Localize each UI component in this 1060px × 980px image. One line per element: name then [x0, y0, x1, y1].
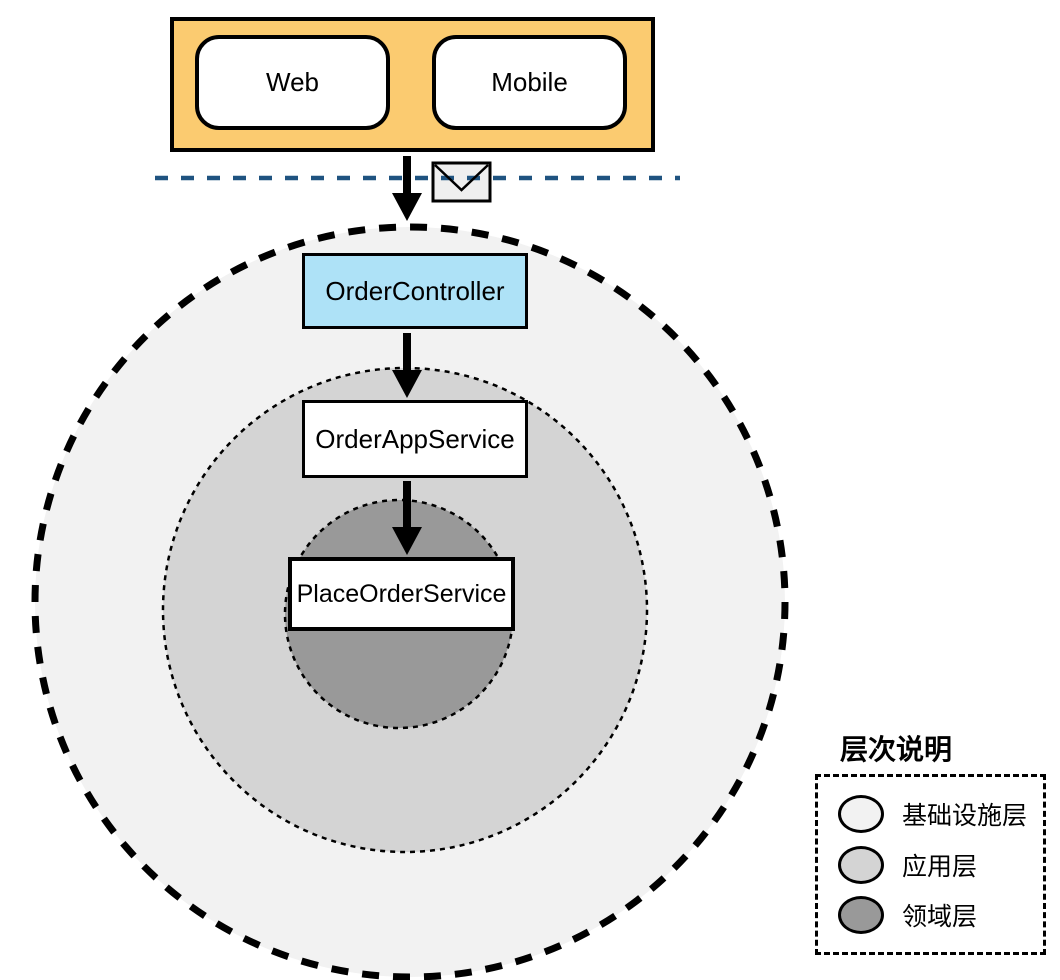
legend-item-infrastructure: 基础设施层	[838, 795, 1043, 834]
legend-item-domain: 领域层	[838, 895, 1043, 934]
envelope-icon	[431, 161, 492, 203]
arrow-appservice-to-domainservice	[392, 481, 422, 555]
legend-box: 基础设施层 应用层 领域层	[815, 774, 1046, 955]
node-order-controller: OrderController	[302, 253, 528, 329]
legend-title: 层次说明	[840, 734, 953, 765]
arrow-controller-to-appservice	[392, 333, 422, 398]
node-order-app-service: OrderAppService	[302, 400, 528, 478]
legend-item-label: 领域层	[902, 902, 978, 931]
application-layer-swatch-icon	[838, 845, 884, 884]
node-mobile: Mobile	[432, 35, 627, 130]
legend-item-application: 应用层	[838, 845, 1043, 884]
node-web-label: Web	[266, 67, 319, 97]
legend-item-label: 基础设施层	[902, 802, 1028, 831]
legend-item-label: 应用层	[902, 852, 978, 881]
node-mobile-label: Mobile	[491, 67, 568, 97]
node-web: Web	[195, 35, 390, 130]
node-place-order-service-label: PlaceOrderService	[296, 579, 507, 608]
domain-layer-swatch-icon	[838, 895, 884, 934]
node-place-order-service: PlaceOrderService	[288, 557, 515, 631]
envelope-icon-body	[433, 163, 490, 201]
node-order-app-service-label: OrderAppService	[315, 423, 515, 454]
node-order-controller-label: OrderController	[325, 275, 505, 306]
infrastructure-layer-swatch-icon	[838, 795, 884, 834]
arrow-client-to-controller	[392, 156, 422, 221]
